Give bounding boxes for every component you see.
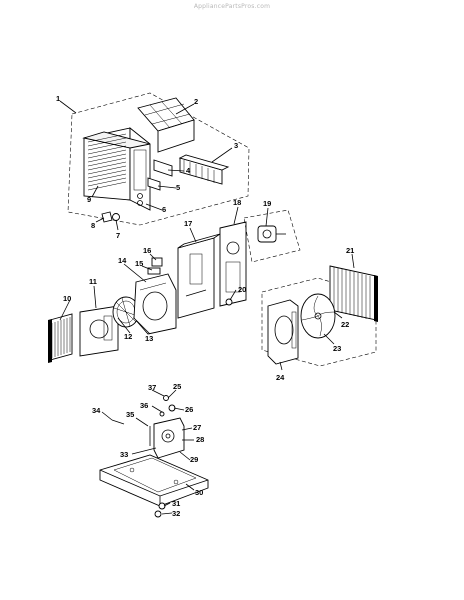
callout-11: 11 — [89, 277, 97, 286]
blower-section-group — [48, 209, 301, 363]
callout-26: 26 — [185, 405, 193, 414]
condenser-section-group — [261, 265, 378, 367]
callout-18: 18 — [233, 198, 241, 207]
callout-23: 23 — [333, 344, 341, 353]
mounting-nut[interactable] — [158, 502, 166, 510]
callout-31: 31 — [172, 499, 180, 508]
condenser-coil[interactable] — [329, 265, 378, 322]
callout-35: 35 — [126, 410, 134, 419]
callout-9: 9 — [87, 195, 91, 204]
partition-panel[interactable] — [177, 233, 221, 319]
evaporator-orifice-plate[interactable] — [79, 305, 119, 357]
callout-37: 37 — [148, 383, 156, 392]
callout-20: 20 — [238, 285, 246, 294]
leader-lines — [59, 100, 355, 515]
callout-16: 16 — [143, 246, 151, 255]
blower-scroll-housing[interactable] — [133, 273, 177, 335]
screw[interactable] — [111, 419, 125, 425]
evaporator-coil[interactable] — [48, 313, 73, 363]
callout-13: 13 — [145, 334, 153, 343]
callout-3: 3 — [234, 141, 238, 150]
callout-10: 10 — [63, 294, 71, 303]
callout-15: 15 — [135, 259, 143, 268]
callout-28: 28 — [196, 435, 204, 444]
condenser-fan-blade[interactable] — [300, 293, 336, 339]
callout-22: 22 — [341, 320, 349, 329]
compressor-mounting-plate[interactable] — [153, 417, 185, 459]
mounting-washer[interactable] — [154, 510, 162, 518]
front-grille-assembly-group — [67, 92, 250, 226]
base-pan-group — [99, 395, 209, 518]
callout-29: 29 — [190, 455, 198, 464]
control-knob-cover[interactable] — [147, 177, 161, 191]
motor-nut[interactable] — [225, 298, 233, 306]
capacitor[interactable] — [151, 257, 163, 267]
knob-shaft[interactable] — [101, 211, 113, 223]
knob[interactable] — [112, 213, 120, 221]
callout-4: 4 — [186, 166, 191, 175]
callout-36: 36 — [140, 401, 148, 410]
callout-19: 19 — [263, 199, 271, 208]
callout-25: 25 — [173, 382, 181, 391]
callout-32: 32 — [172, 509, 180, 518]
callout-2: 2 — [194, 97, 198, 106]
callout-12: 12 — [124, 332, 132, 341]
callout-1: 1 — [56, 94, 60, 103]
air-filter[interactable] — [137, 97, 195, 153]
callout-14: 14 — [118, 256, 127, 265]
callout-8: 8 — [91, 221, 95, 230]
callout-17: 17 — [184, 219, 192, 228]
base-pan[interactable] — [99, 454, 209, 507]
louver-link[interactable] — [153, 159, 173, 177]
grommet[interactable] — [163, 395, 169, 401]
callout-30: 30 — [195, 488, 203, 497]
callout-7: 7 — [116, 231, 120, 240]
callout-33: 33 — [120, 450, 128, 459]
callout-21: 21 — [346, 246, 354, 255]
watermark: AppliancePartsPros.com — [193, 3, 271, 10]
callout-numbers: 1 2 3 4 5 6 7 8 9 10 11 12 13 14 15 16 1… — [56, 94, 354, 518]
callout-27: 27 — [193, 423, 201, 432]
callout-5: 5 — [176, 183, 180, 192]
capacitor-bracket[interactable] — [147, 267, 161, 275]
air-louver[interactable] — [178, 154, 230, 185]
bolt[interactable] — [159, 411, 165, 417]
callout-24: 24 — [276, 373, 285, 382]
front-grille-panel[interactable] — [82, 127, 151, 211]
motor-mount-bracket[interactable] — [219, 221, 247, 307]
condenser-shroud[interactable] — [267, 299, 299, 365]
callout-34: 34 — [92, 406, 101, 415]
fan-motor[interactable] — [257, 225, 286, 243]
callout-6: 6 — [162, 205, 166, 214]
